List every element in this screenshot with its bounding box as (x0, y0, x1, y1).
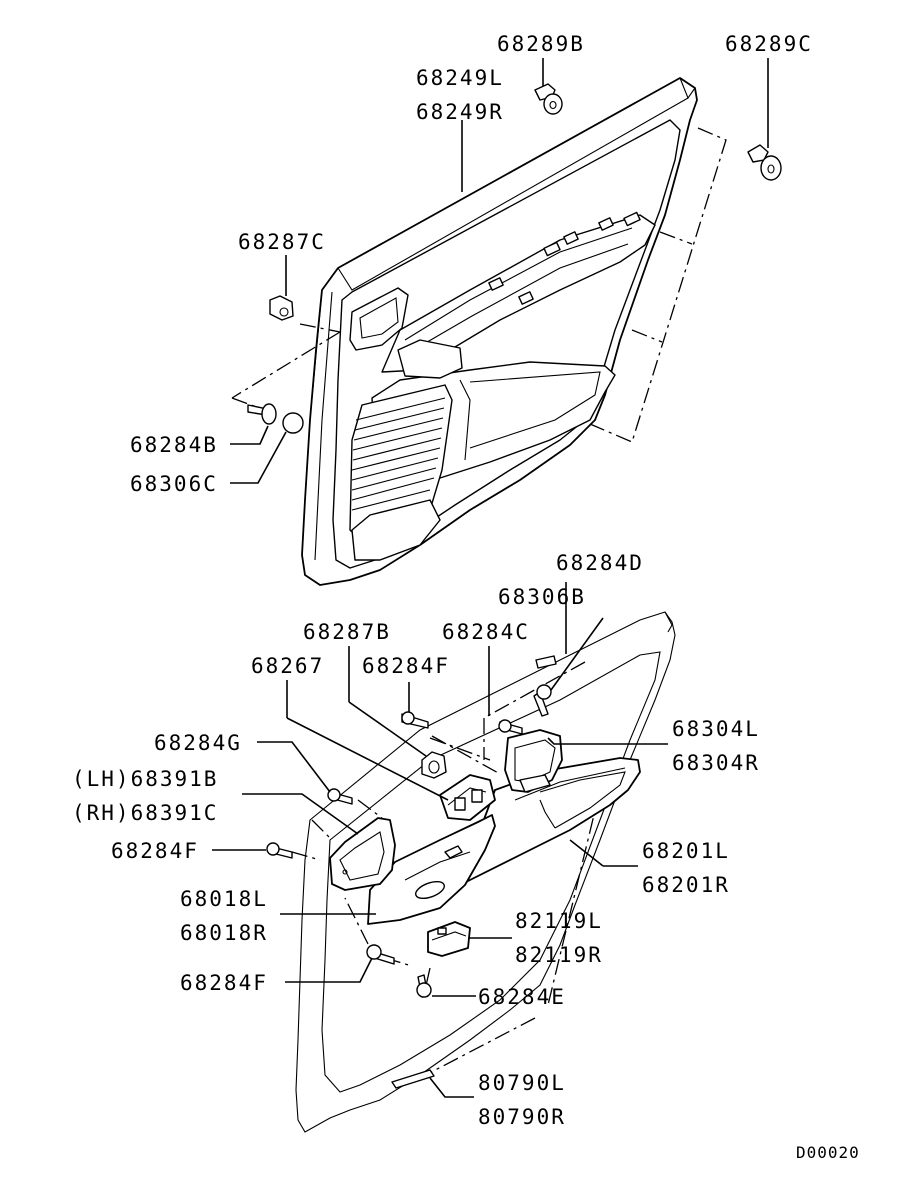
label-68284B: 68284B (130, 433, 218, 457)
label-68284G: 68284G (154, 731, 242, 755)
part-labels: 68289B 68289C 68249L 68249R 68287C 68284… (72, 32, 860, 1162)
screw-68284E (416, 974, 432, 998)
screw-68284D (533, 684, 552, 717)
screw-68284B (230, 403, 277, 445)
screw-68284C (498, 719, 523, 735)
label-68306B: 68306B (498, 585, 586, 609)
clip-68289C (747, 58, 782, 181)
label-80790L: 80790L (478, 1071, 566, 1095)
label-68391B: (LH)68391B (72, 767, 218, 791)
label-68201L: 68201L (642, 839, 730, 863)
screw-68284F-low (366, 944, 395, 965)
switch-82119 (427, 921, 471, 957)
label-82119L: 82119L (515, 909, 603, 933)
label-68018L: 68018L (180, 887, 268, 911)
label-68287B: 68287B (303, 620, 391, 644)
door-trim-panel-68249 (301, 77, 698, 586)
label-68201R: 68201R (642, 873, 730, 897)
label-68289B: 68289B (497, 32, 585, 56)
clip-68289B (534, 58, 563, 115)
label-68284C: 68284C (442, 620, 530, 644)
label-68304R: 68304R (672, 751, 760, 775)
label-68284E: 68284E (478, 985, 566, 1009)
screw-68284F-mid (266, 842, 293, 859)
label-68306C: 68306C (130, 472, 218, 496)
label-82119R: 82119R (515, 943, 603, 967)
label-68284F-top: 68284F (362, 654, 450, 678)
label-68391C: (RH)68391C (72, 801, 218, 825)
cap-68306B (535, 655, 557, 669)
label-68249R: 68249R (416, 100, 504, 124)
leader-lines-lower (212, 582, 668, 1098)
nut-68287B (421, 751, 447, 779)
inside-handle-68304 (504, 729, 563, 793)
label-68284F-low: 68284F (180, 971, 268, 995)
switch-panel-68018 (367, 814, 496, 925)
screw-68284G (327, 788, 353, 805)
label-68287C: 68287C (238, 230, 326, 254)
label-68289C: 68289C (725, 32, 813, 56)
label-68284D: 68284D (556, 551, 644, 575)
label-68304L: 68304L (672, 717, 760, 741)
label-80790R: 80790R (478, 1105, 566, 1129)
bracket-68267 (439, 774, 496, 821)
label-68267: 68267 (251, 654, 324, 678)
alignment-lines-lower (291, 661, 601, 1079)
label-68284F-mid: 68284F (111, 839, 199, 863)
cap-68306C (230, 412, 304, 484)
reflector-80790 (391, 1069, 435, 1089)
diagram-code: D00020 (796, 1143, 860, 1162)
screw-68284F-top (401, 711, 429, 729)
nut-68287C (269, 255, 294, 321)
label-68018R: 68018R (180, 921, 268, 945)
lower-door-outline (295, 611, 676, 1133)
label-68249L: 68249L (416, 66, 504, 90)
bezel-68391 (329, 817, 396, 891)
